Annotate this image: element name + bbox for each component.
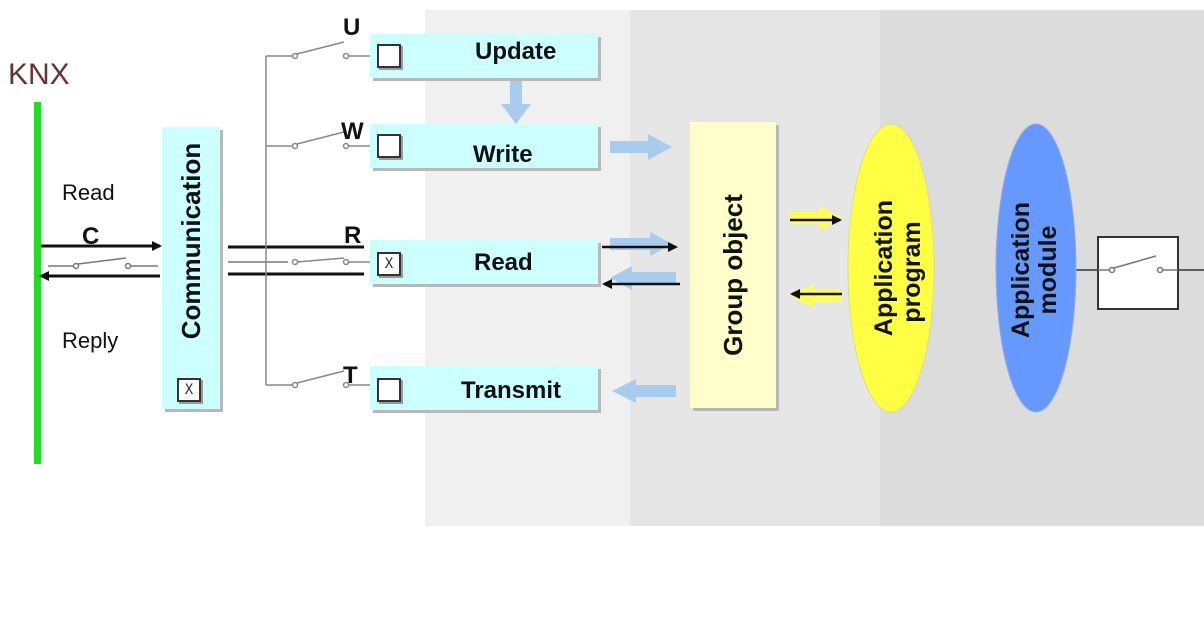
transmit-flag-label: Transmit [461,377,562,404]
update-flag-box [370,34,598,78]
flag-u-letter: U [343,14,361,41]
flag-switch-tree [265,41,372,389]
read-flag-box [370,240,598,284]
read-flag-label: Read [474,249,533,276]
communication-box [162,127,220,409]
application-module-label-line2: module [1034,225,1062,315]
write-to-group-arrow [610,134,672,160]
knx-bus-line [34,102,41,464]
communication-label: Communication [176,142,206,340]
flag-r-letter: R [344,222,362,249]
group-to-transmit-arrow [612,379,676,403]
transmit-flag-box [370,366,598,410]
application-module-ellipse [995,123,1077,413]
write-flag-label: Write [473,141,533,168]
flag-t-letter: T [343,362,358,389]
flag-w-letter: W [341,118,364,145]
group-object-label: Group object [718,194,748,356]
communication-checkbox[interactable]: X [177,378,201,402]
c-switch [48,257,158,270]
update-flag-label: Update [475,38,557,65]
update-flag-checkbox[interactable] [377,44,401,68]
application-program-label-line2: program [898,221,926,323]
read-flag-checkbox[interactable]: X [377,252,401,276]
application-program-label-line1: Application [870,199,898,337]
c-flag-label: C [82,223,100,250]
write-flag-checkbox[interactable] [377,134,401,158]
transmit-flag-checkbox[interactable] [377,378,401,402]
module-switch-box [1097,236,1179,310]
application-module-label-line1: Application [1007,201,1035,339]
reply-telegram-label: Reply [62,328,119,353]
group-object-box [690,122,776,408]
read-telegram-label: Read [62,180,115,205]
application-program-ellipse [847,123,935,413]
update-to-write-arrow [501,76,531,124]
write-flag-box [370,124,598,168]
knx-label: KNX [8,58,70,91]
